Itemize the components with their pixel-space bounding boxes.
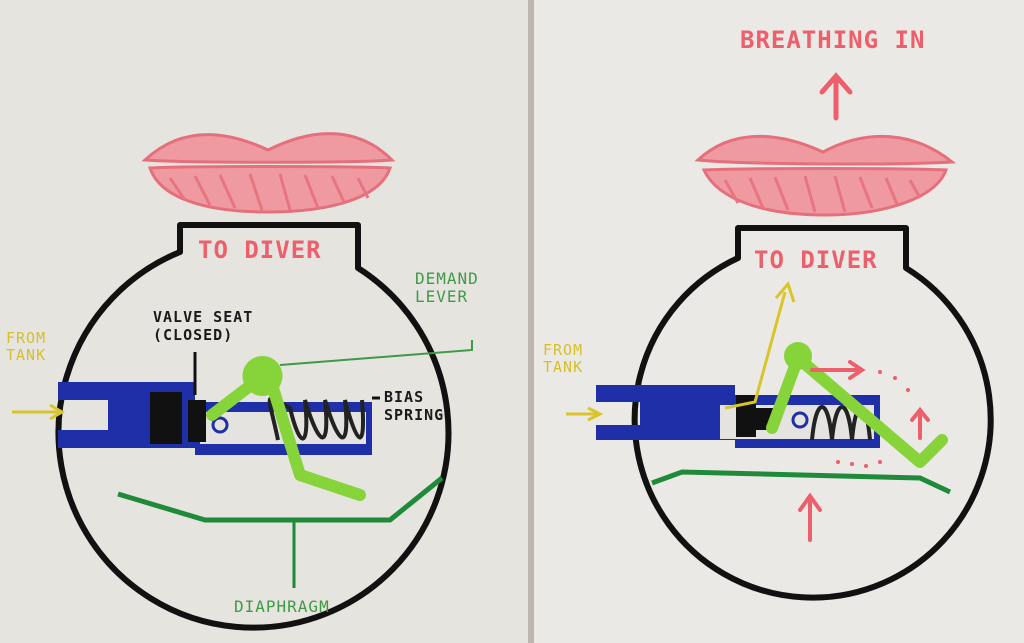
label-bias-spring: Bias Spring — [384, 388, 445, 424]
label-to-diver-closed: To Diver — [198, 236, 322, 264]
label-to-diver-open: To Diver — [754, 246, 878, 274]
up-arrow-top — [819, 72, 853, 121]
demand-lever-right — [766, 352, 948, 468]
label-valve-seat: Valve Seat (Closed) — [153, 308, 254, 344]
from-tank-arrow-right — [566, 406, 604, 422]
pressure-arrows — [798, 360, 930, 542]
air-flow-arrow — [724, 281, 796, 410]
from-tank-arrow-left — [12, 403, 65, 421]
label-from-tank-closed: From Tank — [6, 329, 47, 364]
regulator-body-left — [55, 222, 452, 631]
demand-lever-leader — [279, 340, 473, 366]
lever-pivot-right — [784, 342, 812, 370]
lever-pivot-left — [252, 361, 280, 389]
label-demand-lever: Demand Lever — [415, 269, 479, 306]
valve-housing-right — [596, 385, 880, 448]
diaphragm-right — [651, 469, 952, 495]
bias-spring-left — [267, 396, 366, 441]
mouth-lips-left — [141, 132, 396, 214]
valve-poppet-right — [791, 411, 809, 429]
pressure-dots — [836, 370, 910, 468]
valve-poppet-left — [211, 416, 229, 434]
panel-open — [534, 0, 1024, 643]
panel-divider — [528, 0, 534, 643]
diaphragm-left — [117, 476, 444, 523]
label-diaphragm: Diaphragm — [234, 597, 330, 616]
regulator-body-right — [631, 225, 994, 601]
label-breathing-in: Breathing In — [740, 26, 926, 54]
mouth-lips-right — [694, 134, 956, 217]
label-from-tank-open: From Tank — [543, 341, 584, 376]
